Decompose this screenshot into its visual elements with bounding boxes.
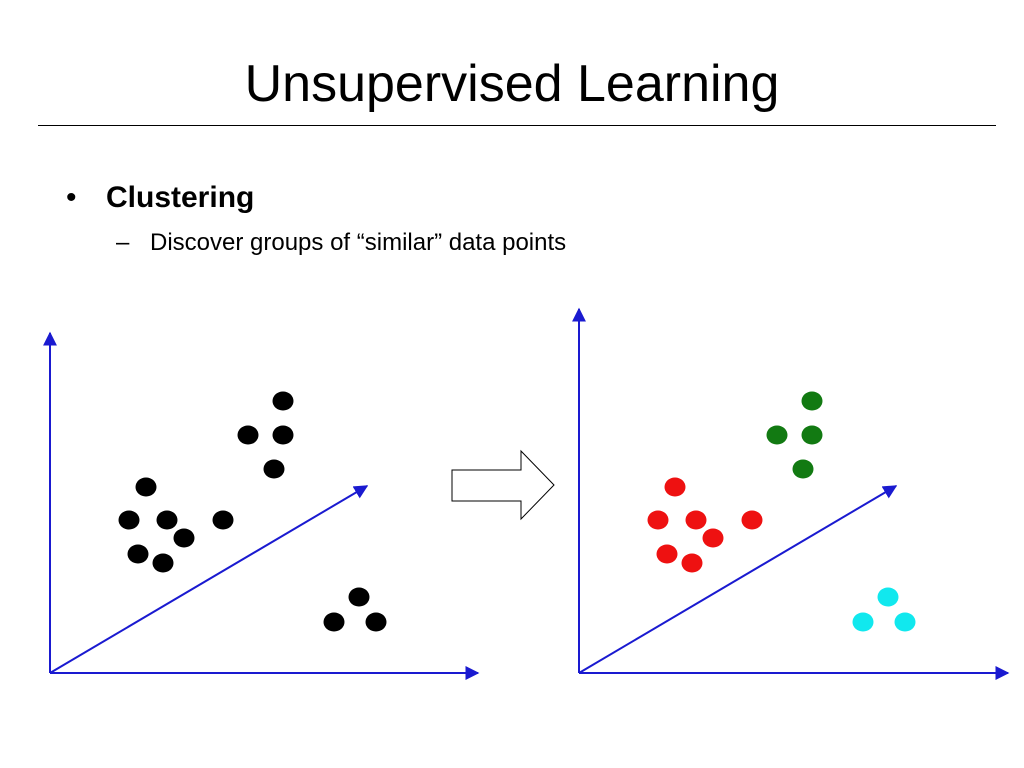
left-axes	[43, 331, 480, 680]
unclustered-point-14	[365, 612, 387, 632]
clustered-point-3	[685, 510, 707, 530]
clustered-point-11	[792, 459, 814, 479]
right-points	[647, 391, 916, 632]
clustered-point-4	[702, 528, 724, 548]
slide-title: Unsupervised Learning	[244, 55, 780, 113]
unclustered-point-3	[156, 510, 178, 530]
unclustered-point-9	[237, 425, 259, 445]
sub-bullet-discover-groups: –Discover groups of “similar” data point…	[116, 228, 566, 258]
left-points	[118, 391, 387, 632]
title-divider	[38, 125, 996, 126]
clustered-point-2	[647, 510, 669, 530]
clustered-point-7	[681, 553, 703, 573]
left-z-axis	[49, 485, 369, 674]
right-axes	[572, 307, 1010, 680]
clustered-point-5	[741, 510, 763, 530]
unclustered-point-2	[118, 510, 140, 530]
bullet-text: Clustering	[106, 181, 255, 214]
unclustered-point-6	[127, 544, 149, 564]
unclustered-point-10	[272, 425, 294, 445]
clustered-point-13	[852, 612, 874, 632]
unclustered-point-4	[173, 528, 195, 548]
right-z-axis	[578, 485, 898, 674]
clustered-point-9	[766, 425, 788, 445]
clustered-point-12	[877, 587, 899, 607]
bullet-marker: •	[66, 181, 77, 214]
clustered-point-1	[664, 477, 686, 497]
clustered-point-8	[801, 391, 823, 411]
clustered-point-10	[801, 425, 823, 445]
clustered-point-14	[894, 612, 916, 632]
unclustered-point-13	[323, 612, 345, 632]
unclustered-point-8	[272, 391, 294, 411]
sub-bullet-text: Discover groups of “similar” data points	[150, 229, 567, 256]
unclustered-point-7	[152, 553, 174, 573]
unclustered-point-1	[135, 477, 157, 497]
unclustered-point-5	[212, 510, 234, 530]
unclustered-point-12	[348, 587, 370, 607]
bullet-clustering: • Clustering	[66, 178, 254, 218]
sub-bullet-marker: –	[116, 229, 130, 256]
right-arrow-icon	[451, 449, 555, 521]
unclustered-point-11	[263, 459, 285, 479]
clustered-point-6	[656, 544, 678, 564]
